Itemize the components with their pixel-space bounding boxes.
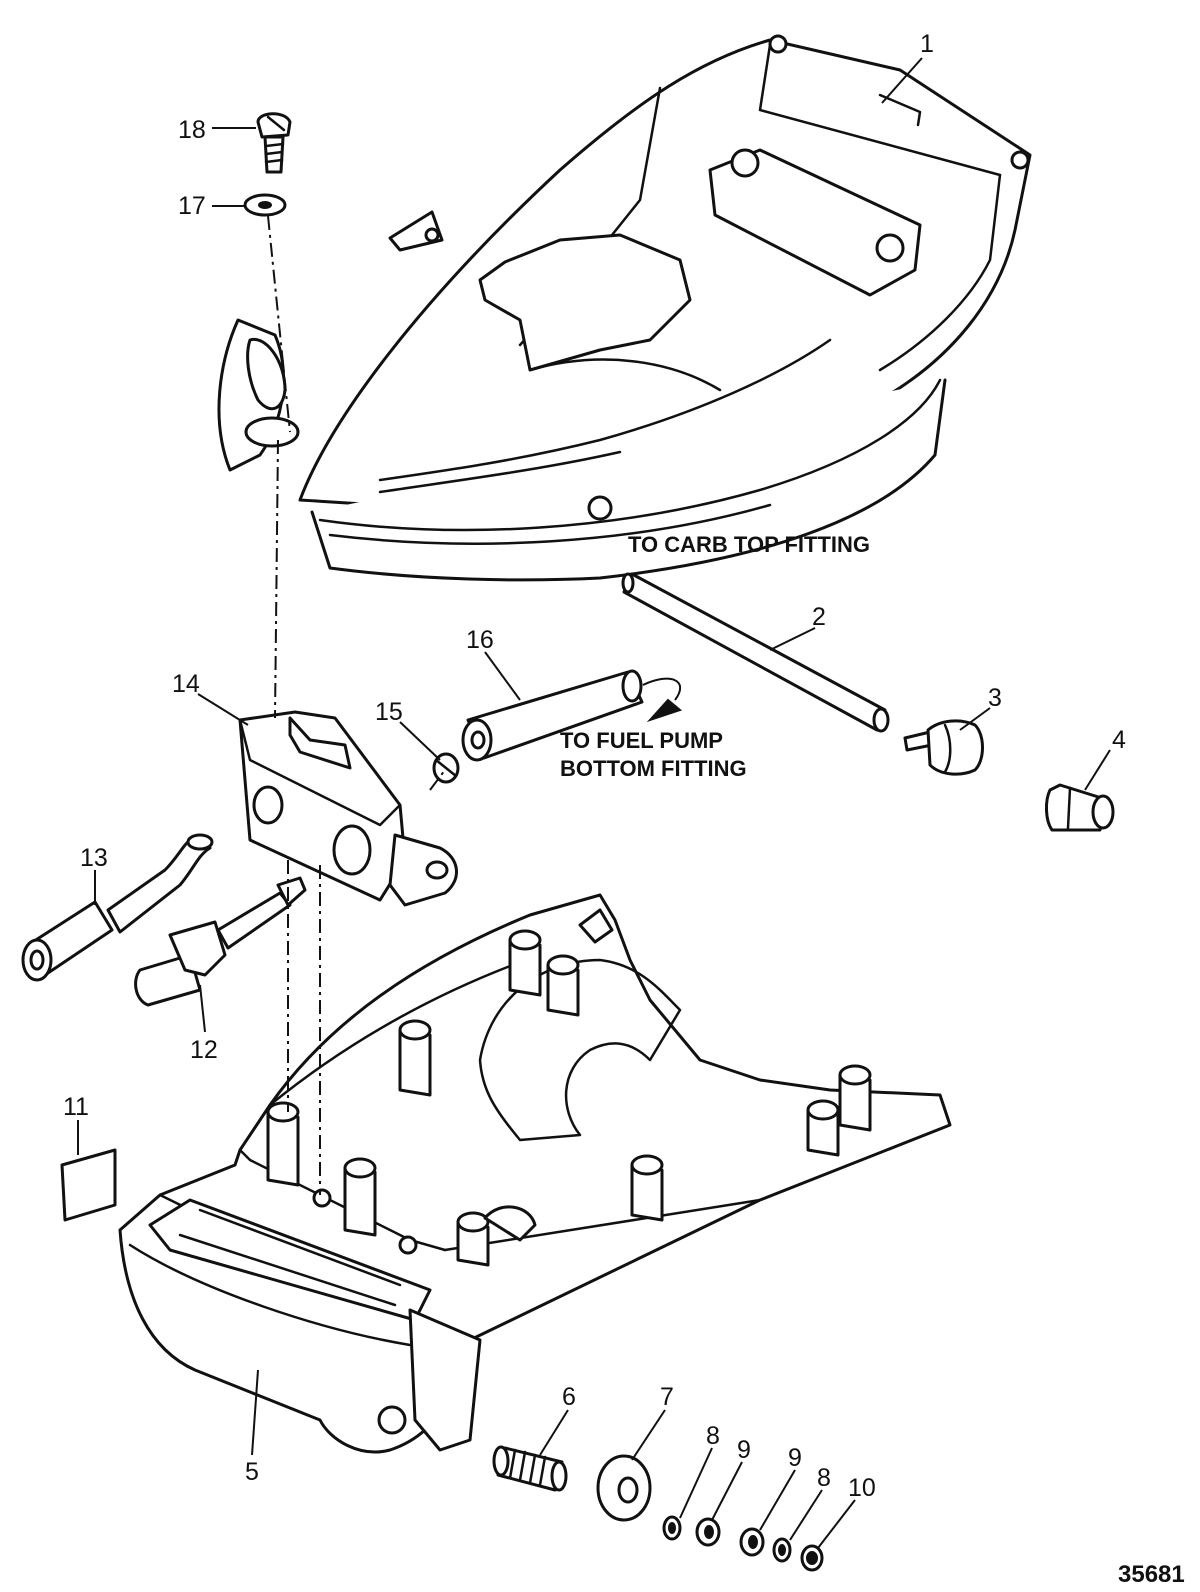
callout-1: 1 [920, 30, 934, 58]
note-fuel-pump-line2: BOTTOM FITTING [560, 756, 747, 781]
sensor-wire-boot [21, 833, 214, 982]
primer-fitting [903, 719, 984, 776]
nut [695, 1517, 721, 1547]
note-fuel-pump-line1: TO FUEL PUMP [560, 728, 723, 753]
upper-cowl [217, 34, 1032, 582]
callout-5: 5 [245, 1458, 259, 1486]
cap-nut [800, 1544, 824, 1572]
callout-3: 3 [988, 684, 1002, 712]
callout-18: 18 [178, 116, 206, 144]
cowl-boss [838, 1064, 872, 1132]
cowl-boss [630, 1154, 664, 1222]
callout-numbers: 1 2 3 4 5 6 7 8 9 9 8 10 11 12 13 14 15 … [63, 30, 1126, 1502]
lower-cowl [118, 893, 952, 1454]
callout-17: 17 [178, 192, 206, 220]
cowl-boss [508, 929, 542, 997]
callout-9b: 9 [788, 1444, 802, 1472]
note-carb-top-fitting: TO CARB TOP FITTING [628, 532, 870, 557]
washer-large [596, 1454, 652, 1522]
cowl-boss [266, 1101, 300, 1187]
callout-9a: 9 [737, 1436, 751, 1464]
assembly-lines [267, 215, 446, 1195]
callout-7: 7 [660, 1383, 674, 1411]
callout-13: 13 [80, 844, 108, 872]
cowl-boss [806, 1099, 840, 1157]
callout-10: 10 [848, 1474, 876, 1502]
fitting-plug [1045, 783, 1115, 832]
leader-lines [77, 57, 1111, 1549]
callout-2: 2 [812, 603, 826, 631]
screw [256, 112, 292, 174]
mounting-bracket [238, 710, 458, 907]
fuel-hose-to-carb [621, 572, 890, 733]
lock-washer [662, 1515, 682, 1541]
washer-small [243, 193, 287, 217]
nut [739, 1527, 765, 1557]
callout-6: 6 [562, 1383, 576, 1411]
temperature-sensor [134, 876, 307, 1007]
stud [492, 1445, 568, 1492]
lock-washer [772, 1537, 792, 1563]
cowl-boss [398, 1019, 432, 1097]
routing-notes: TO CARB TOP FITTING TO FUEL PUMP BOTTOM … [560, 532, 870, 781]
callout-14: 14 [172, 670, 200, 698]
callout-12: 12 [190, 1036, 218, 1064]
figure-number: 35681 [1118, 1561, 1185, 1588]
callout-16: 16 [466, 626, 494, 654]
hose-clamp [432, 752, 460, 784]
cowl-boss [546, 954, 580, 1017]
callout-4: 4 [1112, 726, 1126, 754]
callout-8a: 8 [706, 1422, 720, 1450]
fuel-hose-to-pump [461, 669, 683, 762]
cowl-boss [456, 1211, 490, 1267]
callout-11: 11 [63, 1093, 89, 1121]
decal [60, 1148, 117, 1222]
callout-8b: 8 [817, 1464, 831, 1492]
callout-15: 15 [375, 698, 403, 726]
cowl-boss [343, 1157, 377, 1237]
